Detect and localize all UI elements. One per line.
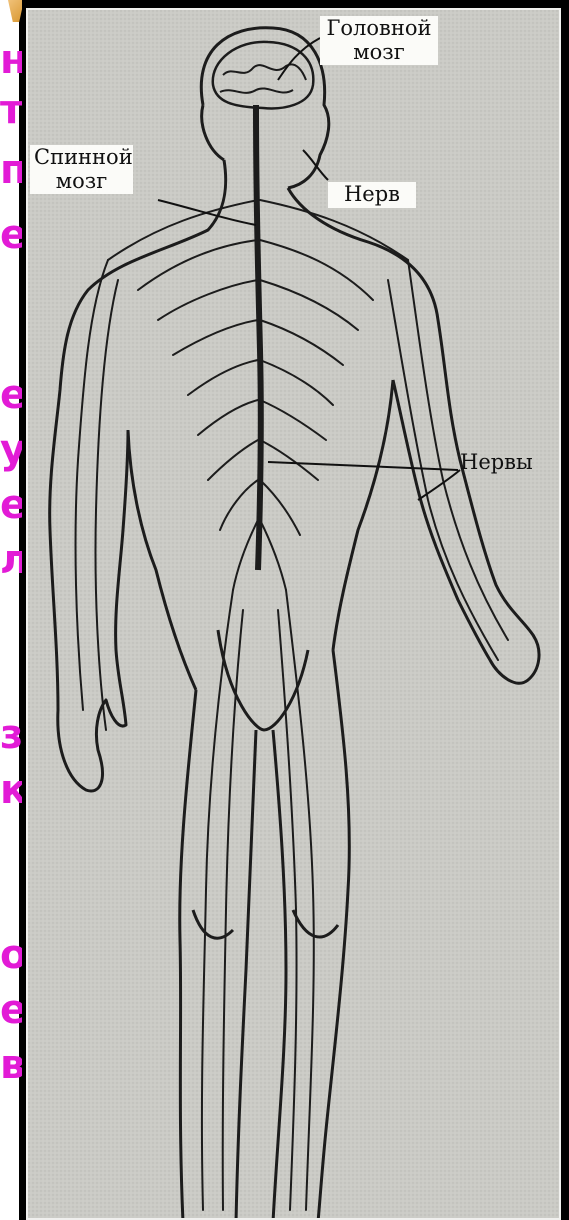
label-spinal-cord-line2: мозг (34, 170, 129, 194)
side-letter: н (0, 40, 20, 80)
side-letter: у (0, 430, 20, 470)
side-letter: к (0, 770, 20, 810)
label-brain-line2: мозг (324, 41, 434, 65)
label-nerve-text: Нерв (332, 183, 412, 207)
label-nerves: Нервы (460, 450, 533, 474)
side-letter: е (0, 990, 20, 1030)
side-letter: о (0, 935, 20, 975)
label-nerve: Нерв (328, 182, 416, 208)
side-letter: е (0, 215, 20, 255)
side-letter: е (0, 485, 20, 525)
side-letter: л (0, 540, 20, 580)
label-brain-line1: Головной (324, 17, 434, 41)
side-letter: п (0, 150, 20, 190)
label-nerves-text: Нервы (460, 450, 533, 474)
label-spinal-cord-line1: Спинной (34, 146, 129, 170)
label-spinal-cord: Спинной мозг (30, 145, 133, 194)
side-text-strip: н т п е е у е л з к о е в (0, 0, 22, 1220)
side-letter: т (0, 90, 20, 130)
side-letter: е (0, 375, 20, 415)
label-brain: Головной мозг (320, 16, 438, 65)
nervous-system-illustration: Головной мозг Спинной мозг Нерв Нервы (26, 8, 561, 1220)
side-letter: в (0, 1045, 20, 1085)
side-letter: з (0, 715, 20, 755)
